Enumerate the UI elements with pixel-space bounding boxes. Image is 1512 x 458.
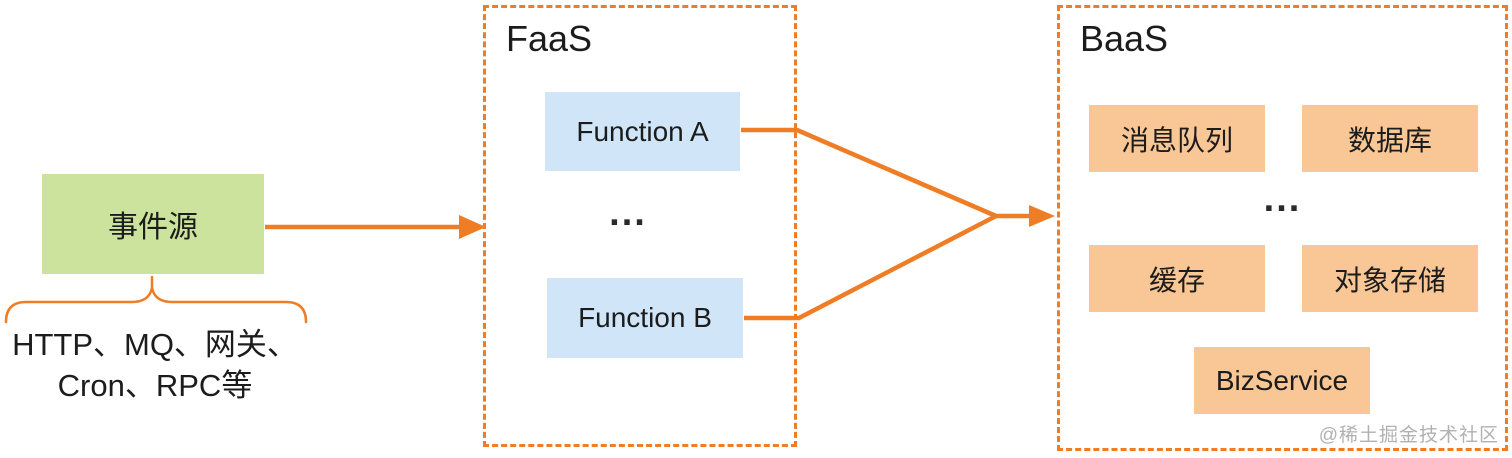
baas-title: BaaS — [1080, 18, 1169, 59]
arrowhead-event-to-faas — [459, 215, 486, 239]
service-bizservice-label: BizService — [1215, 364, 1349, 396]
function-b-label: Function B — [578, 302, 712, 333]
function-b-node: Function B — [547, 278, 743, 358]
arrowhead-merge-to-baas — [1029, 205, 1055, 227]
function-a-label: Function A — [576, 115, 709, 147]
watermark: @稀土掘金技术社区 — [1318, 425, 1499, 446]
service-cache-label: 缓存 — [1148, 264, 1205, 296]
event-source-node: 事件源 — [42, 174, 264, 274]
baas-group: BaaS — [1057, 5, 1508, 451]
service-cache-node: 缓存 — [1089, 245, 1265, 312]
faas-ellipsis: ... — [609, 192, 647, 234]
baas-ellipsis: ... — [1263, 178, 1302, 220]
event-examples-line-1: HTTP、MQ、网关、 — [12, 327, 298, 362]
event-sources-brace — [4, 287, 308, 324]
service-object-storage-label: 对象存储 — [1333, 264, 1446, 296]
service-database-node: 数据库 — [1302, 105, 1478, 172]
service-object-storage-node: 对象存储 — [1302, 245, 1478, 312]
event-source-label: 事件源 — [108, 211, 198, 244]
service-message-queue-node: 消息队列 — [1089, 105, 1265, 172]
service-message-queue-label: 消息队列 — [1120, 124, 1233, 156]
service-database-label: 数据库 — [1347, 124, 1432, 156]
event-examples-line-2: Cron、RPC等 — [57, 368, 253, 403]
service-bizservice-node: BizService — [1194, 347, 1370, 414]
faas-title: FaaS — [506, 18, 593, 59]
faas-group: FaaS — [483, 5, 797, 447]
event-source-examples: HTTP、MQ、网关、 Cron、RPC等 — [0, 324, 310, 406]
function-a-node: Function A — [545, 92, 740, 171]
